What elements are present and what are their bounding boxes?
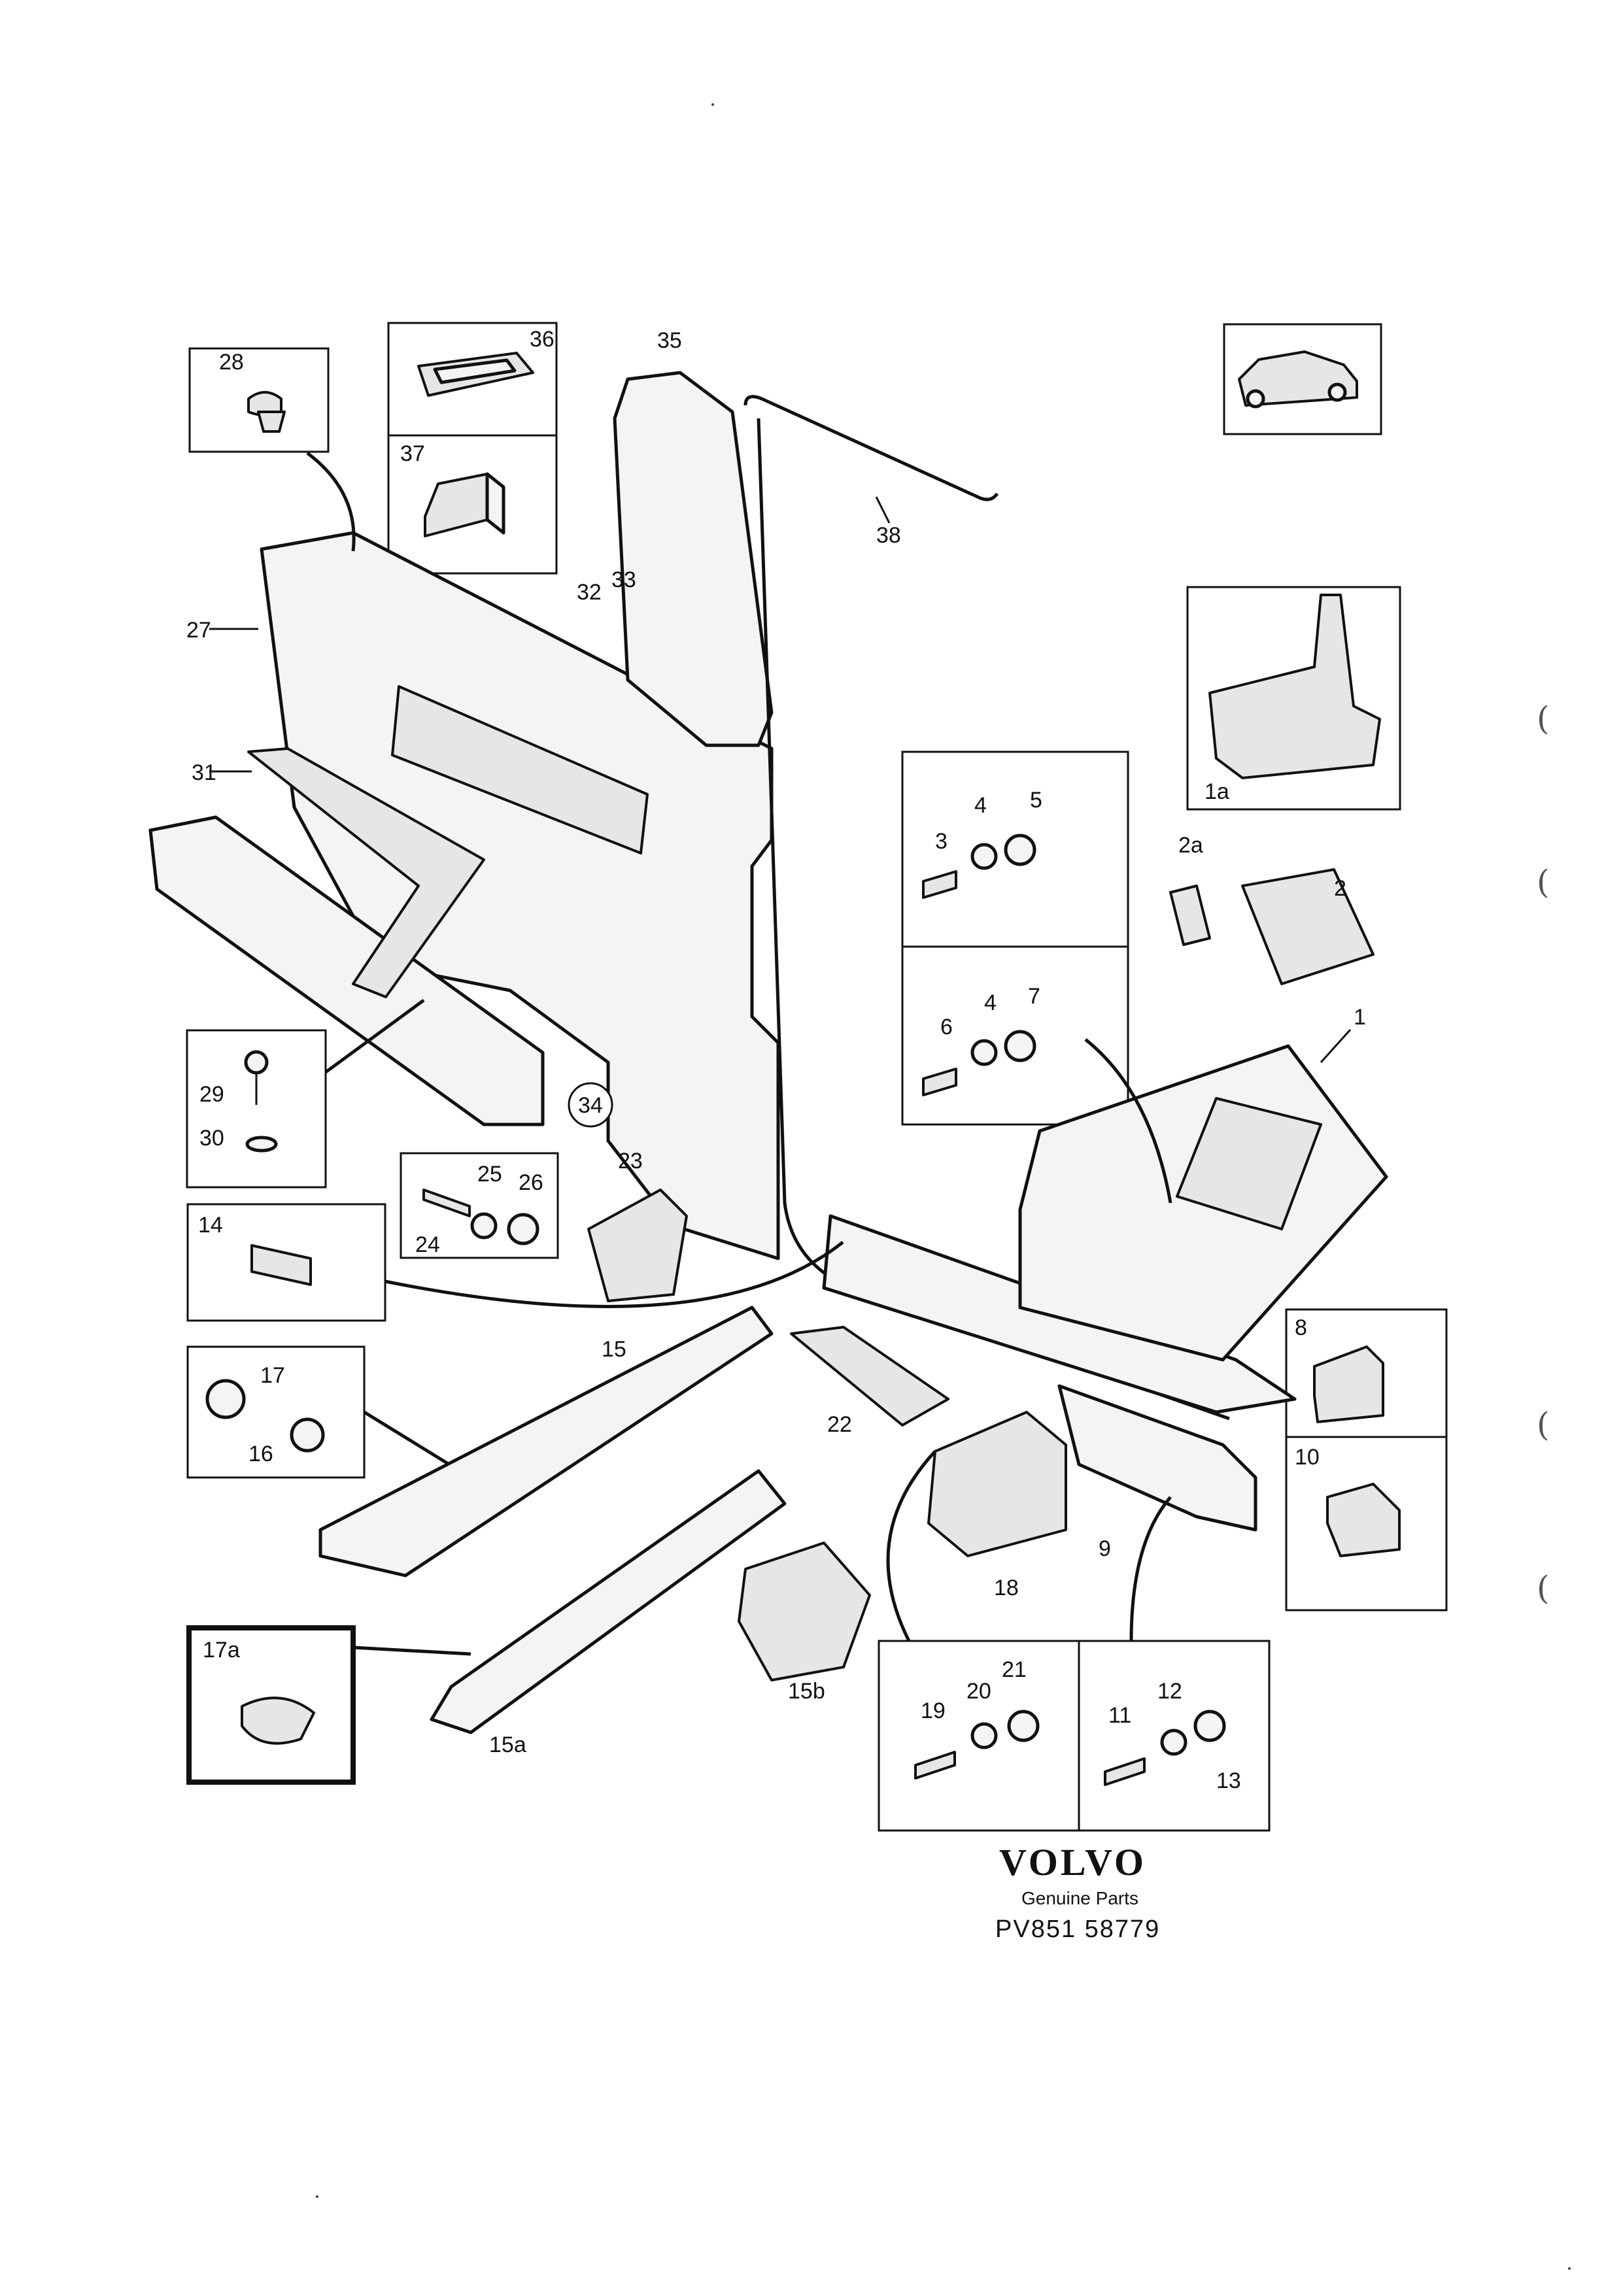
arrow-6-to-1 — [1084, 1038, 1172, 1204]
label-15a: 15a — [489, 1732, 526, 1757]
arrow-17a-to-15a — [352, 1646, 471, 1656]
label-2a: 2a — [1178, 833, 1203, 858]
inset-box-28 — [188, 347, 330, 453]
label-24: 24 — [415, 1232, 440, 1257]
margin-mark: ( — [1537, 1569, 1550, 1607]
margin-mark: ( — [1537, 863, 1550, 901]
arrow-16-to-15 — [363, 1410, 451, 1466]
label-27: 27 — [186, 618, 211, 643]
speck — [316, 2195, 318, 2198]
label-1a: 1a — [1204, 779, 1229, 804]
label-12: 12 — [1157, 1679, 1182, 1704]
inset-box-8-10 — [1285, 1308, 1448, 1612]
kick-panel-1 — [1018, 1044, 1388, 1362]
label-33: 33 — [611, 567, 636, 592]
label-16: 16 — [248, 1442, 273, 1466]
label-2: 2 — [1334, 876, 1346, 901]
label-14: 14 — [198, 1213, 223, 1238]
inset-box-1a — [1186, 586, 1401, 811]
label-1: 1 — [1354, 1005, 1366, 1030]
speck — [711, 103, 714, 106]
clip-22 — [790, 1326, 949, 1427]
genuine-parts-text: Genuine Parts — [1021, 1888, 1138, 1908]
label-29: 29 — [199, 1082, 224, 1107]
label-30: 30 — [199, 1126, 224, 1151]
label-4-bottom: 4 — [984, 990, 997, 1015]
speck — [1568, 2267, 1571, 2270]
inset-box-3-4-5-6-7 — [901, 751, 1129, 1126]
label-34: 34 — [578, 1093, 603, 1118]
callout-circle-34 — [568, 1082, 613, 1128]
label-32: 32 — [577, 580, 602, 605]
label-3: 3 — [935, 829, 948, 854]
label-38: 38 — [876, 523, 901, 548]
label-23: 23 — [618, 1149, 643, 1173]
label-28b: 28 — [219, 350, 244, 375]
label-20: 20 — [966, 1679, 991, 1704]
label-6: 6 — [940, 1015, 953, 1039]
vent-15b — [738, 1542, 871, 1681]
inset-box-36-37 — [387, 322, 558, 575]
inset-box-24-25-26 — [400, 1152, 559, 1259]
b-pillar-trim-35 — [613, 371, 774, 747]
label-10: 10 — [1295, 1445, 1320, 1470]
label-13: 13 — [1216, 1768, 1241, 1793]
step-plate-15 — [318, 1306, 774, 1578]
bracket-23 — [587, 1189, 688, 1302]
arrow-11-to-9 — [1129, 1496, 1172, 1642]
label-25: 25 — [477, 1162, 502, 1187]
label-11: 11 — [1108, 1703, 1131, 1728]
inset-box-29-30 — [186, 1029, 327, 1189]
label-17: 17 — [260, 1363, 285, 1388]
label-17a: 17a — [203, 1638, 240, 1663]
part-code-text: PV851 58779 — [995, 1916, 1161, 1943]
label-19: 19 — [921, 1698, 946, 1723]
clip-2a — [1169, 885, 1211, 946]
label-36: 36 — [530, 327, 555, 352]
label-4-top: 4 — [974, 793, 987, 818]
armrest-34 — [148, 815, 545, 1126]
label-8: 8 — [1295, 1315, 1307, 1340]
handle-31 — [247, 747, 485, 998]
label-5: 5 — [1030, 788, 1042, 813]
label-35: 35 — [657, 328, 682, 353]
label-7: 7 — [1028, 984, 1040, 1009]
volvo-logo-text: VOLVO — [999, 1841, 1147, 1883]
label-18: 18 — [994, 1576, 1019, 1600]
arrow-29-to-34 — [324, 998, 425, 1074]
leader-1 — [1320, 1028, 1352, 1064]
step-plate-15a — [430, 1469, 787, 1734]
label-15: 15 — [602, 1337, 626, 1362]
arrow-28-to-27 — [306, 452, 356, 552]
label-9: 9 — [1099, 1536, 1111, 1561]
label-15b: 15b — [788, 1679, 825, 1704]
leader-38 — [875, 496, 891, 524]
label-26: 26 — [519, 1170, 543, 1195]
arrow-14-to-9 — [384, 1241, 844, 1308]
cover-18 — [927, 1411, 1067, 1557]
inset-box-car — [1223, 323, 1382, 435]
inset-box-16-17 — [186, 1345, 366, 1479]
inset-box-17a — [186, 1625, 356, 1785]
inset-box-14 — [186, 1203, 386, 1322]
label-22: 22 — [827, 1412, 852, 1437]
label-31: 31 — [192, 760, 216, 785]
margin-mark: ( — [1537, 700, 1550, 737]
arrow-19-to-18 — [886, 1450, 936, 1642]
label-37: 37 — [400, 441, 425, 466]
inset-box-19-20-21-11-12-13 — [878, 1640, 1271, 1832]
panel-2 — [1241, 868, 1375, 985]
label-21: 21 — [1002, 1657, 1027, 1682]
margin-mark: ( — [1537, 1406, 1550, 1443]
